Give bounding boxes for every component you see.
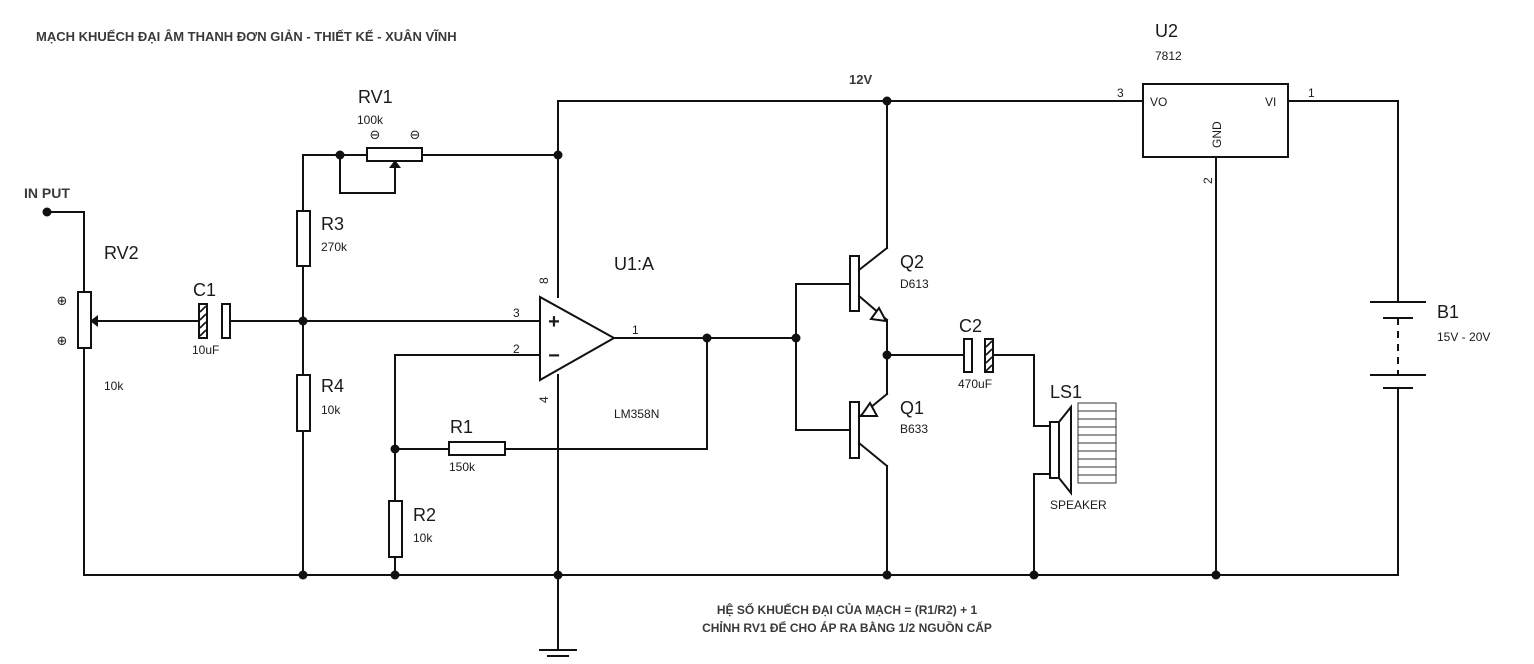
r1-resistor: R1 150k [448,417,506,474]
r3-ref: R3 [321,214,344,234]
u2-pin-gnd: 2 [1201,177,1215,184]
rv1-right-icon: ⊖ [410,127,421,142]
u1-pin-vcc: 8 [537,277,551,284]
b1-battery: B1 15V - 20V [1370,301,1490,389]
u2-pin-vi: 1 [1308,86,1315,100]
u2-vo-label: VO [1150,95,1167,109]
input-label: IN PUT [24,185,70,201]
q1-value: B633 [900,422,928,436]
rv2-ref: RV2 [104,243,139,263]
u2-gnd-label: GND [1210,121,1224,148]
u2-pin-vo: 3 [1117,86,1124,100]
b1-ref: B1 [1437,302,1459,322]
rv1-ref: RV1 [358,87,393,107]
q2-transistor: Q2 D613 [849,246,929,323]
r4-value: 10k [321,403,341,417]
u2-vi-label: VI [1265,95,1276,109]
rv1-left-icon: ⊖ [370,127,381,142]
u1-opamp: + − 3 2 1 8 4 U1:A LM358N [513,254,659,421]
c2-ref: C2 [959,316,982,336]
u1-value: LM358N [614,407,659,421]
u1-plus-sign: + [548,311,560,333]
ls1-ref: LS1 [1050,382,1082,402]
u1-ref: U1:A [614,254,654,274]
junction-dots [42,96,1221,580]
c1-capacitor: C1 10uF [192,280,231,357]
rv2-potentiometer: ⊕ ⊕ RV2 10k [57,243,139,393]
c2-value: 470uF [958,377,992,391]
u2-regulator: VO VI GND 3 1 2 U2 7812 [1117,21,1315,184]
u1-pin-in-plus: 3 [513,306,520,320]
u1-pin-in-minus: 2 [513,342,520,356]
b1-value: 15V - 20V [1437,330,1490,344]
r1-ref: R1 [450,417,473,437]
rv2-value: 10k [104,379,124,393]
c1-ref: C1 [193,280,216,300]
rv2-up-icon: ⊕ [57,293,68,308]
adjust-note: CHỈNH RV1 ĐỂ CHO ÁP RA BẰNG 1/2 NGUỒN CẤ… [702,620,992,635]
rv1-potentiometer: ⊖ ⊖ RV1 100k [357,87,423,168]
q2-value: D613 [900,277,929,291]
u2-ref: U2 [1155,21,1178,41]
r4-resistor: R4 10k [296,374,344,432]
r2-resistor: R2 10k [388,500,436,558]
u1-pin-gnd: 4 [537,396,551,403]
c1-value: 10uF [192,343,219,357]
r1-value: 150k [449,460,476,474]
u1-minus-sign: − [548,345,560,367]
u2-value: 7812 [1155,49,1182,63]
speaker-grille [1077,402,1117,484]
wires [46,100,1399,657]
gain-note: HỆ SỐ KHUẾCH ĐẠI CỦA MẠCH = (R1/R2) + 1 [717,602,978,617]
r3-value: 270k [321,240,348,254]
rail-12v-label: 12V [849,72,872,87]
c2-capacitor: C2 470uF [958,316,994,391]
rv2-down-icon: ⊕ [57,333,68,348]
q2-ref: Q2 [900,252,924,272]
q1-ref: Q1 [900,398,924,418]
r2-ref: R2 [413,505,436,525]
u1-pin-out: 1 [632,323,639,337]
r4-ref: R4 [321,376,344,396]
rv1-value: 100k [357,113,384,127]
q1-transistor: Q1 B633 [849,392,928,468]
ls1-speaker: LS1 SPEAKER [1033,382,1117,512]
ls1-value: SPEAKER [1050,498,1107,512]
r3-resistor: R3 270k [296,210,348,267]
r2-value: 10k [413,531,433,545]
schematic-title: MẠCH KHUẾCH ĐẠI ÂM THANH ĐƠN GIẢN - THIẾ… [36,29,457,44]
